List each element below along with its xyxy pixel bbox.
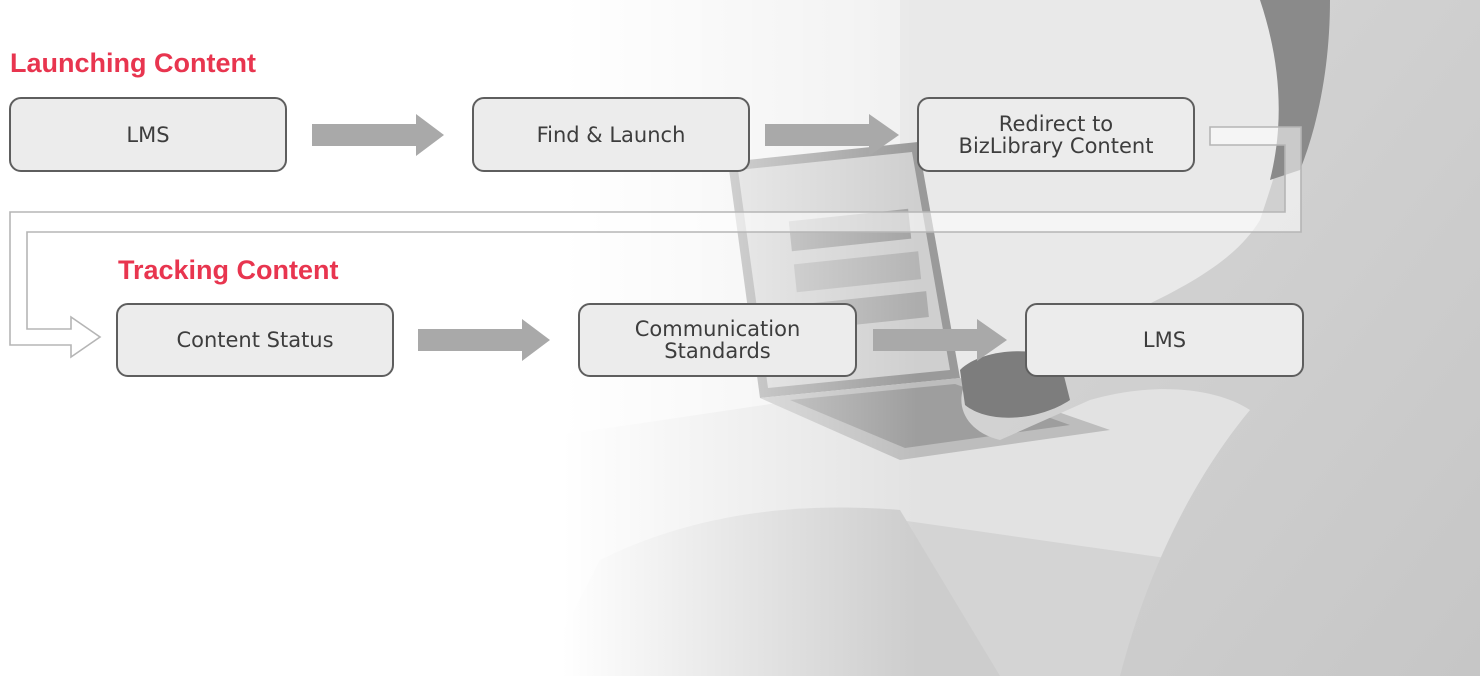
step-communication-standards-label: Communication Standards <box>634 317 801 363</box>
step-lms-launch[interactable]: LMS <box>9 97 287 172</box>
tracking-content-heading: Tracking Content <box>118 255 339 285</box>
step-content-status[interactable]: Content Status <box>116 303 394 377</box>
step-lms-track[interactable]: LMS <box>1025 303 1304 377</box>
step-redirect-to-bizlibrary[interactable]: Redirect to BizLibrary Content <box>917 97 1195 172</box>
arrow-standards-to-lms <box>873 319 1007 361</box>
arrow-find-to-redirect <box>765 114 899 156</box>
step-redirect-to-bizlibrary-label: Redirect to BizLibrary Content <box>958 111 1154 158</box>
step-lms-track-label: LMS <box>1142 328 1187 352</box>
step-find-and-launch-label: Find & Launch <box>536 122 686 147</box>
step-content-status-label: Content Status <box>176 328 334 352</box>
step-lms-launch-label: LMS <box>126 122 170 147</box>
step-communication-standards[interactable]: Communication Standards <box>578 303 857 377</box>
arrow-status-to-standards <box>418 319 550 361</box>
launching-content-heading: Launching Content <box>10 48 256 78</box>
step-find-and-launch[interactable]: Find & Launch <box>472 97 750 172</box>
arrow-lms-to-find <box>312 114 444 156</box>
